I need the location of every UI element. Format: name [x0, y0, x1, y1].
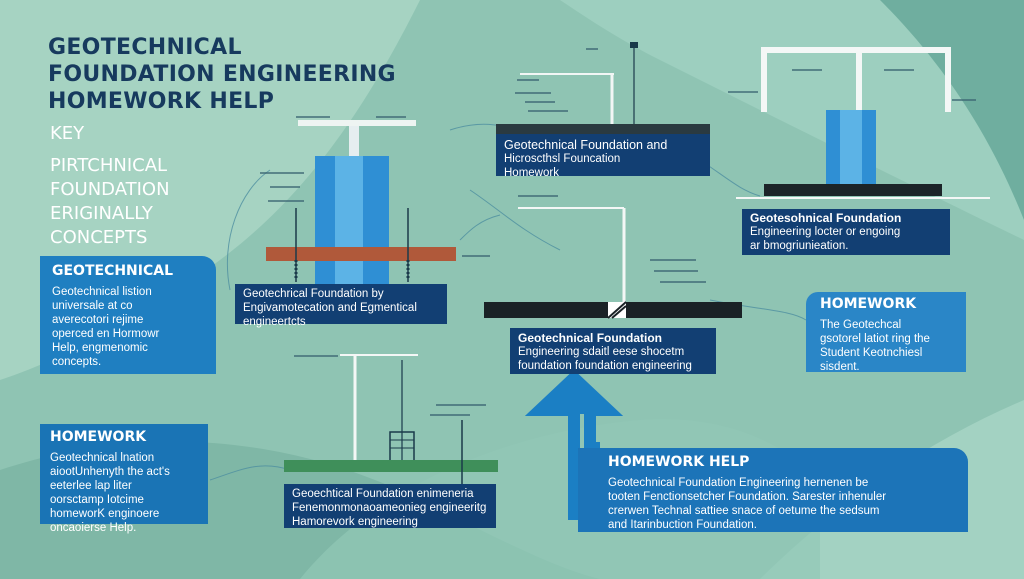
footing-diagram-bottom — [284, 354, 498, 488]
key-concepts-item: KEY — [50, 123, 85, 144]
pile-diagram-left — [266, 120, 456, 286]
pile-frame-diagram-right — [736, 47, 990, 199]
diagram-label-top-center: Geotechnical Foundation and Hicroscthsl … — [496, 134, 710, 179]
card-heading: HOMEWORK — [50, 429, 147, 445]
arrow-up-icon — [524, 369, 624, 520]
key-concepts-item: ERIGINALLY — [50, 203, 153, 224]
card-heading: HOMEWORK HELP — [608, 454, 750, 470]
card-body: Geotechnical Foundation Engineering hern… — [608, 477, 887, 531]
diagram-label-left-mid: Geotechrical Foundation by Engivamotecat… — [235, 284, 447, 328]
key-concepts-item: FOUNDATION — [50, 179, 170, 200]
homework-right-card: HOMEWORK The Geotechcal gsotorel latiot … — [806, 292, 966, 373]
title-line-1: GEOTECHNICAL — [48, 35, 242, 60]
page-title: GEOTECHNICAL FOUNDATION ENGINEERING HOME… — [48, 34, 396, 115]
key-concepts-item: CONCEPTS — [50, 227, 148, 248]
slab-diagram-top — [496, 42, 710, 134]
title-line-3: HOMEWORK HELP — [48, 89, 275, 114]
homework-card: HOMEWORK Geotechnical lnation aiootUnhen… — [40, 424, 208, 534]
key-concepts-list: KEY PIRTCHNICAL FOUNDATION ERIGINALLY CO… — [50, 122, 170, 250]
card-body: The Geotechcal gsotorel latiot ring the … — [820, 319, 930, 373]
diagram-label-center-mid: Geotechnical Foundation Engineering sdai… — [510, 328, 716, 374]
title-line-2: FOUNDATION ENGINEERING — [48, 62, 396, 87]
homework-help-card: HOMEWORK HELP Geotechnical Foundation En… — [578, 448, 968, 532]
card-heading: HOMEWORK — [820, 296, 917, 312]
geotechnical-card: GEOTECHNICAL Geotechnical listion univer… — [40, 256, 216, 374]
key-concepts-item: PIRTCHNICAL — [50, 155, 168, 176]
slab-diagram-center — [484, 207, 742, 319]
diagram-label-bottom-mid: Geoechtical Foundation enimeneria Fenemo… — [284, 484, 496, 528]
diagram-label-right-top: Geotesohnical Foundation Engineering loc… — [742, 209, 950, 255]
card-body: Geotechnical listion universale at co av… — [52, 286, 160, 368]
card-heading: GEOTECHNICAL — [52, 263, 174, 279]
card-body: Geotechnical lnation aiootUnhenyth the a… — [50, 452, 170, 534]
